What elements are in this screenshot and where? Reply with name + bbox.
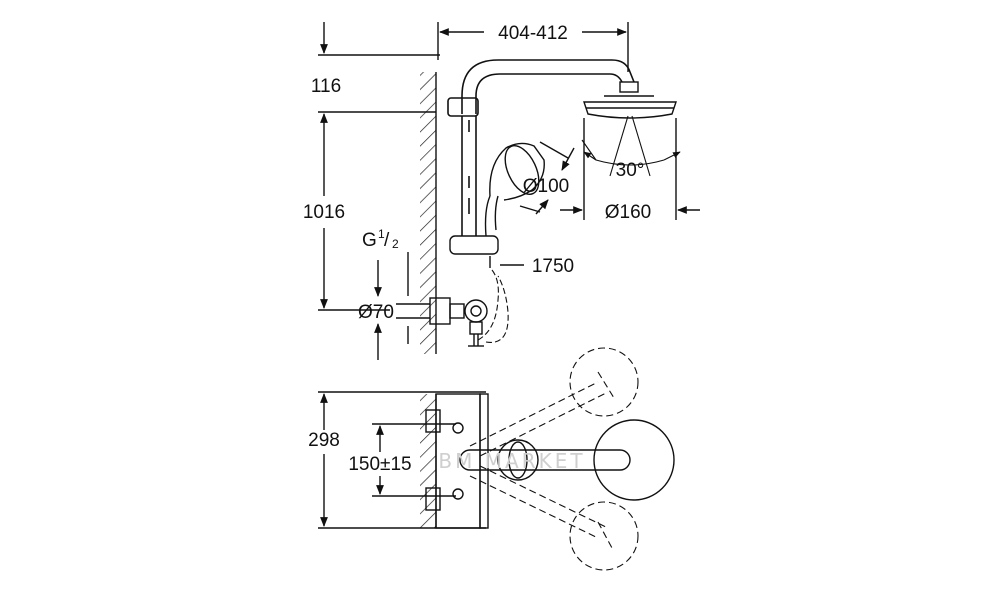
plan-dimension-lines [318,391,486,529]
hand-shower-diameter-dimension [519,141,575,215]
plan-view [318,347,675,571]
elevation-view [318,22,700,360]
arm-dashed-down [469,465,639,571]
hand-shower [449,142,545,268]
thread-main-text: G [362,230,377,251]
wall-hatching [420,72,437,354]
hand-shower-diameter-label: Ø100 [523,176,569,197]
escutcheon-diameter-label: Ø70 [358,302,394,323]
hose-length-label: 1750 [532,256,574,277]
width-dimension-line [437,22,629,72]
head-shower [583,81,677,119]
watermark: BM MARKET [438,449,585,473]
arm-height-label: 116 [311,76,341,97]
thread-dimension [374,252,409,360]
thread-fraction-numerator: 1 [378,227,385,241]
shower-hose [477,269,499,341]
width-range-label: 404-412 [498,23,568,44]
head-diameter-label: Ø160 [605,202,651,223]
arm-dashed-up [469,347,639,457]
plan-wall-hatching [420,394,437,528]
total-depth-label: 298 [308,430,340,451]
thread-label: G 1 / 2 [362,227,399,251]
spray-angle-label: 30° [616,160,645,181]
arm-solid [459,419,675,501]
mixer-valve [396,297,488,347]
center-distance-label: 150±15 [348,454,411,475]
rail-height-label: 1016 [303,202,345,223]
head-diameter-dimension [560,118,700,220]
thread-fraction-denominator: 2 [392,237,399,251]
thread-fraction-slash: / [384,230,390,251]
vertical-dimension-lines [318,22,440,311]
shower-rail [447,59,635,236]
